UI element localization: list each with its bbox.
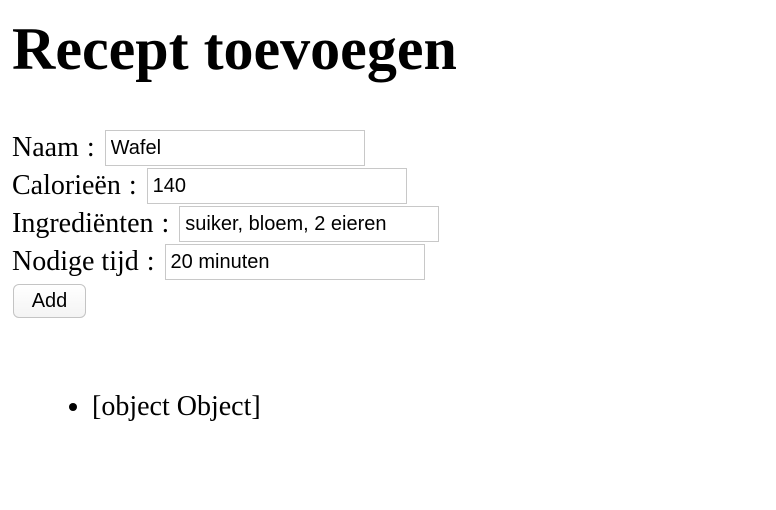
name-row: Naam : bbox=[12, 130, 365, 166]
calories-row: Calorieën : bbox=[12, 168, 407, 204]
time-input[interactable] bbox=[164, 244, 425, 280]
add-button[interactable]: Add bbox=[13, 284, 86, 318]
recipe-list: [object Object] bbox=[56, 388, 261, 426]
name-separator: : bbox=[86, 132, 95, 163]
name-label: Naam bbox=[12, 132, 79, 163]
calories-separator: : bbox=[128, 170, 137, 201]
page-title: Recept toevoegen bbox=[12, 16, 457, 82]
list-item: [object Object] bbox=[92, 388, 261, 426]
time-separator: : bbox=[146, 246, 155, 277]
ingredients-row: Ingrediënten : bbox=[12, 206, 440, 242]
ingredients-input[interactable] bbox=[179, 206, 440, 242]
time-row: Nodige tijd : bbox=[12, 244, 425, 280]
name-input[interactable] bbox=[104, 130, 365, 166]
ingredients-separator: : bbox=[161, 208, 170, 239]
time-label: Nodige tijd bbox=[12, 246, 139, 277]
calories-label: Calorieën bbox=[12, 170, 121, 201]
calories-input[interactable] bbox=[146, 168, 407, 204]
ingredients-label: Ingrediënten bbox=[12, 208, 154, 239]
